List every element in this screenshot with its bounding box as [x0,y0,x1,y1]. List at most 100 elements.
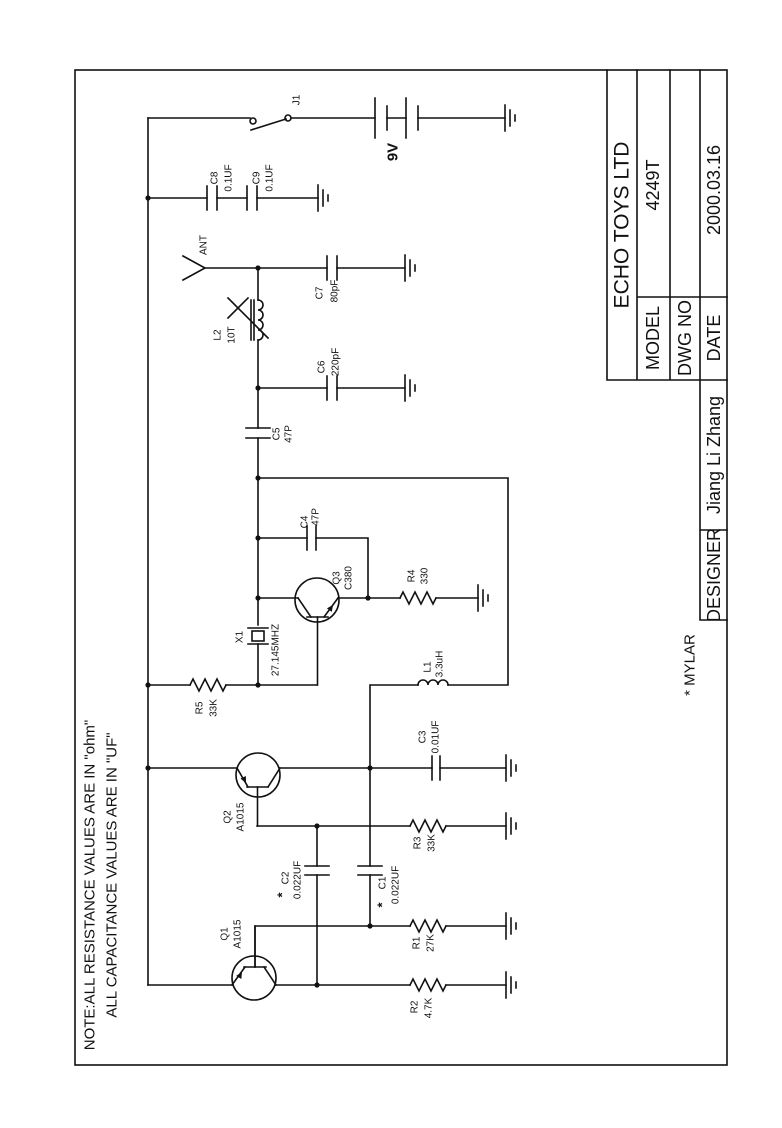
label-c6: C6 [317,360,328,373]
ground-symbol [404,254,416,282]
value-l2: 10T [227,326,238,343]
label-l2: L2 [213,329,224,341]
date-label: DATE [704,315,724,362]
ground-symbol [505,754,517,782]
value-r5: 33K [209,699,220,717]
label-c3: C3 [418,730,429,743]
value-c5: 47P [284,425,295,443]
ground-symbol [317,184,329,212]
label-c4: C4 [300,515,311,528]
wire [254,925,411,968]
capacitor-c9 [246,185,258,211]
q2-collector [266,766,282,789]
ground-symbol [404,374,416,402]
date-value: 2000.03.16 [704,145,724,235]
label-battery: 9V [385,143,402,161]
value-c6: 220pF [331,348,342,376]
value-c4: 47P [311,508,322,526]
label-j1: J1 [292,94,303,105]
q1-transistor-body [231,955,277,1001]
capacitor-c5 [245,427,271,439]
value-q3: C380 [344,566,355,590]
ground-symbol [505,812,517,840]
junction-dot [314,982,320,988]
inductor-l1 [417,679,449,686]
q1-emitter-arrow [236,972,242,979]
value-q2: A1015 [236,802,247,831]
value-c8: 0.1UF [224,164,235,191]
junction-dot [367,923,373,929]
label-r3: R3 [413,836,424,849]
resistor-r4 [398,590,438,606]
value-r1: 27K [426,934,437,952]
q3-collector [296,596,313,619]
value-r4: 330 [420,567,431,584]
value-c1: 0.022UF [391,866,402,904]
resistor-r3 [408,818,448,834]
ground-symbol [477,584,489,612]
value-l1: 3.3uH [435,651,446,678]
wire [257,477,509,686]
label-q2: Q2 [223,810,234,824]
mylar-mark-c1: * [375,902,390,908]
note-resistance: NOTE:ALL RESISTANCE VALUES ARE IN "ohm" [82,720,99,1050]
model-label: MODEL [643,306,663,370]
label-x1: X1 [235,630,246,643]
inductor-l2 [257,299,264,341]
q2-emitter-arrow [240,776,246,783]
circuit-wiring [145,97,517,1001]
capacitor-c3 [431,755,441,781]
capacitor-c7 [326,255,338,281]
model-value: 4249T [643,159,663,210]
crystal-x1 [251,630,265,642]
ground-symbol [505,912,517,940]
component-labels: J1 9V C8 0.1UF C9 0.1UF ANT C7 80pF L2 1… [195,94,446,1018]
resistor-r1 [408,918,448,934]
label-l1: L1 [423,661,434,673]
capacitor-c1 [357,865,383,876]
label-q1: Q1 [220,927,231,941]
switch-contact [249,117,257,125]
label-c7: C7 [315,286,326,299]
value-c9: 0.1UF [265,164,276,191]
ground-symbol [504,104,516,132]
inductor-l2-core [250,299,255,341]
ground-symbol [505,971,517,999]
drawing-border [74,69,728,1066]
inductor-l2-adjust [226,296,270,340]
q3-emitter-arrow [326,605,333,612]
company-name: ECHO TOYS LTD [611,142,634,309]
designer-name: Jiang Li Zhang [704,396,724,514]
value-c2: 0.022UF [293,861,304,899]
capacitor-c2 [304,865,330,876]
resistor-r2 [408,977,448,993]
label-c5: C5 [272,427,283,440]
label-c1: C1 [378,876,389,889]
note-capacitance: ALL CAPACITANCE VALUES ARE IN "UF" [104,732,121,1017]
wire [369,684,419,867]
label-r1: R1 [412,936,423,949]
resistor-r5 [188,677,228,693]
dwg-no-label: DWG NO [675,300,695,376]
note-mylar: * MYLAR [682,634,699,696]
value-c7: 80pF [330,280,341,303]
wire [315,537,369,599]
switch-blade [249,117,288,132]
label-c2: C2 [281,871,292,884]
designer-label: DESIGNER [704,528,724,622]
value-c3: 0.01UF [431,721,442,754]
value-r3: 33K [427,834,438,852]
label-q3: Q3 [332,571,343,585]
capacitor-c8 [206,185,218,211]
value-r2: 4.7K [424,997,435,1018]
label-r4: R4 [407,569,418,582]
value-x1: 27.145MHZ [271,624,282,676]
label-r2: R2 [410,1000,421,1013]
label-c8: C8 [210,171,221,184]
capacitor-c6 [326,375,338,401]
mylar-mark-c2: * [275,892,290,898]
label-c9: C9 [252,171,263,184]
capacitor-c4 [306,525,317,551]
label-r5: R5 [195,701,206,714]
